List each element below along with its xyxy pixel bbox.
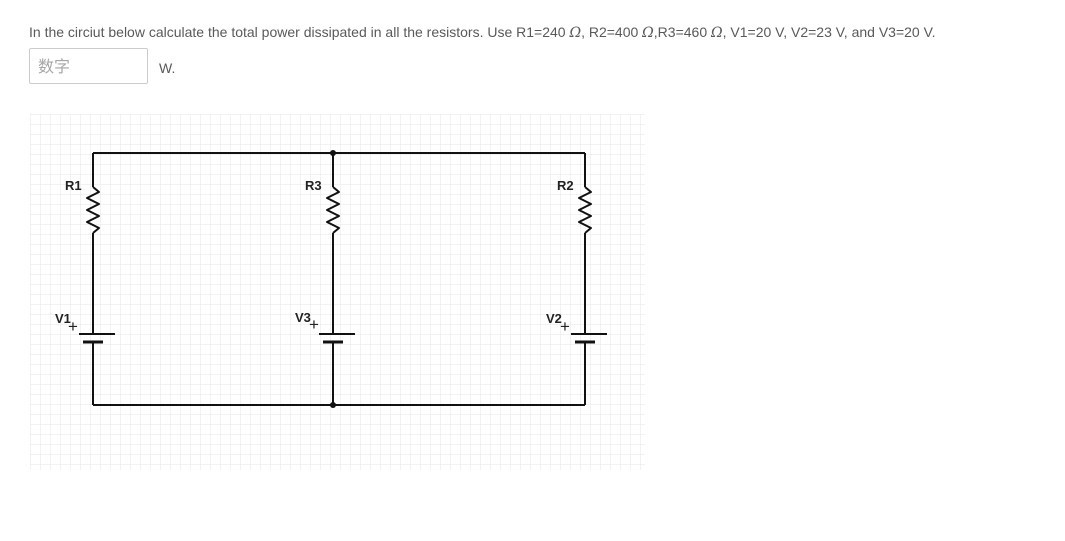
ohm-symbol: Ω	[642, 25, 654, 41]
resistor-r2	[578, 186, 592, 234]
plus-sign-v3: +	[309, 315, 319, 334]
question-part-2: , R2=400	[581, 24, 643, 40]
ohm-symbol: Ω	[569, 25, 582, 41]
question-text: In the circiut below calculate the total…	[29, 24, 936, 41]
grid-background	[30, 114, 645, 470]
resistor-r1	[86, 186, 100, 234]
source-label-v3: V3	[295, 310, 311, 325]
junction-top	[330, 150, 336, 156]
ohm-symbol: Ω	[711, 25, 723, 41]
resistor-r3	[326, 186, 340, 234]
junction-bottom	[330, 402, 336, 408]
resistor-label-r2: R2	[557, 178, 574, 193]
answer-unit: W.	[159, 60, 176, 76]
source-label-v2: V2	[546, 311, 562, 326]
branch-left	[79, 153, 115, 405]
resistor-label-r3: R3	[305, 178, 322, 193]
answer-input[interactable]	[29, 48, 148, 84]
question-part-1: In the circiut below calculate the total…	[29, 24, 570, 40]
source-label-v1: V1	[55, 311, 71, 326]
question-part-4: , V1=20 V, V2=23 V, and V3=20 V.	[722, 24, 936, 40]
question-part-3: ,R3=460	[653, 24, 711, 40]
plus-sign-v1: +	[68, 317, 78, 336]
resistor-label-r1: R1	[65, 178, 82, 193]
circuit-diagram: R1 R3 R2 V1 V3 V2 + + +	[30, 114, 645, 470]
branch-middle	[319, 153, 355, 405]
plus-sign-v2: +	[560, 317, 570, 336]
branch-right	[571, 153, 607, 405]
